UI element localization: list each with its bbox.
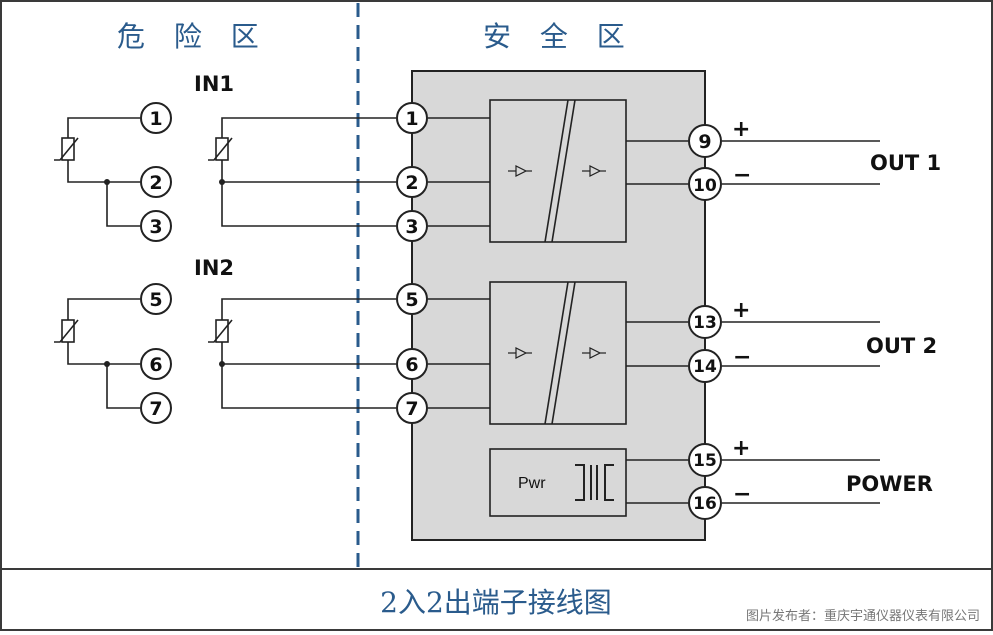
rtd2-third-wire: [106, 364, 140, 409]
junction-dot: [104, 179, 110, 185]
polarity-signs: + − + − + −: [732, 117, 751, 507]
terminal-number: 6: [149, 354, 162, 376]
module-internal-wiring: [428, 117, 688, 504]
terminal-number: 1: [149, 108, 162, 130]
out1-label: OUT 1: [870, 151, 941, 175]
terminal-number: 7: [405, 398, 418, 420]
publisher-credit: 图片发布者：重庆宇通仪器仪表有限公司: [746, 608, 980, 624]
terminal-number: 13: [693, 313, 717, 333]
minus-sign: −: [733, 163, 751, 188]
hazardous-zone-title: 危 险 区: [117, 20, 269, 53]
terminal: 2: [140, 166, 172, 198]
power-block: Pwr: [489, 448, 627, 517]
terminal: 3: [140, 210, 172, 242]
in2-label: IN2: [194, 256, 234, 280]
terminal-number: 5: [149, 289, 162, 311]
terminal: 10: [688, 167, 722, 201]
terminal: 7: [396, 392, 428, 424]
diagram-caption: 2入2出端子接线图: [380, 586, 612, 619]
rtd1-third-wire: [106, 182, 140, 227]
terminal: 6: [396, 348, 428, 380]
terminal: 7: [140, 392, 172, 424]
terminal-number: 9: [698, 131, 711, 153]
out2-label: OUT 2: [866, 334, 937, 358]
junction-dot: [219, 179, 225, 185]
hazard-terminals: 1 2 3 5 6 7: [140, 102, 172, 424]
terminal: 9: [688, 124, 722, 158]
terminal-number: 10: [693, 176, 717, 196]
power-label: POWER: [846, 472, 933, 496]
plus-sign: +: [732, 436, 750, 461]
terminal-number: 15: [693, 451, 717, 471]
pwr-label: Pwr: [518, 475, 546, 492]
junction-dot: [104, 361, 110, 367]
terminal: 5: [140, 283, 172, 315]
plus-sign: +: [732, 117, 750, 142]
channel-1-block: [489, 99, 627, 243]
rtd-symbol-icon: [208, 319, 233, 343]
terminal-number: 3: [405, 216, 418, 238]
rtd-symbol-icon: [208, 137, 233, 161]
in1-label: IN1: [194, 72, 234, 96]
rtd1b-third-wire: [221, 182, 396, 227]
terminal-number: 3: [149, 216, 162, 238]
minus-sign: −: [733, 482, 751, 507]
rtd-symbol-icon: [54, 137, 79, 161]
rtd-symbol-icon: [54, 319, 79, 343]
minus-sign: −: [733, 345, 751, 370]
terminal: 3: [396, 210, 428, 242]
terminal-number: 16: [693, 494, 717, 514]
terminal-number: 5: [405, 289, 418, 311]
terminal: 14: [688, 349, 722, 383]
terminal: 5: [396, 283, 428, 315]
channel-2-block: [489, 281, 627, 425]
rtd-symbols: [54, 137, 233, 343]
module-output-terminals: 9 10 13 14 15 16: [688, 124, 722, 520]
terminal: 6: [140, 348, 172, 380]
terminal-number: 2: [405, 172, 418, 194]
terminal: 13: [688, 305, 722, 339]
amplifier-icon: [508, 165, 532, 177]
terminal: 16: [688, 486, 722, 520]
terminal: 1: [396, 102, 428, 134]
terminal: 1: [140, 102, 172, 134]
plus-sign: +: [732, 298, 750, 323]
terminal: 2: [396, 166, 428, 198]
output-wiring: [722, 140, 880, 504]
junction-dots: [104, 179, 225, 367]
terminal-number: 1: [405, 108, 418, 130]
transformer-icon: [575, 464, 614, 501]
amplifier-icon: [582, 165, 606, 177]
junction-dot: [219, 361, 225, 367]
amplifier-icon: [582, 347, 606, 359]
safe-zone-title: 安 全 区: [483, 20, 635, 53]
terminal: 15: [688, 443, 722, 477]
terminal-number: 7: [149, 398, 162, 420]
amplifier-icon: [508, 347, 532, 359]
terminal-number: 6: [405, 354, 418, 376]
terminal-number: 14: [693, 357, 717, 377]
module-input-terminals: 1 2 3 5 6 7: [396, 102, 428, 424]
rtd2b-third-wire: [221, 364, 396, 409]
terminal-number: 2: [149, 172, 162, 194]
